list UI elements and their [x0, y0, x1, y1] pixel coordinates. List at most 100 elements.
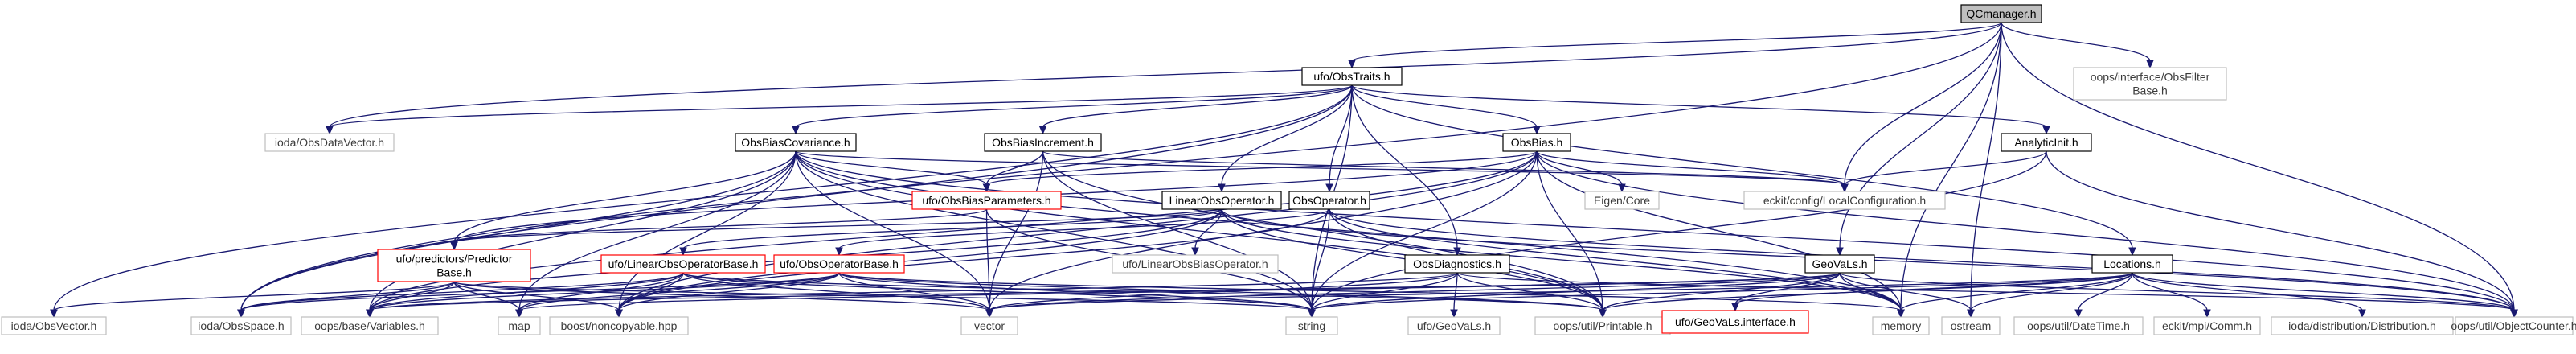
dependency-edge — [1351, 84, 2047, 128]
node-obsbiascovariance[interactable]: ObsBiasCovariance.h — [735, 133, 857, 152]
dependency-edge — [1456, 272, 1603, 311]
node-label: ObsBias.h — [1511, 136, 1563, 149]
node-obsoperatorbase[interactable]: ufo/ObsOperatorBase.h — [773, 254, 905, 274]
dependency-edge — [1734, 272, 1841, 305]
node-datetime: oops/util/DateTime.h — [2013, 316, 2144, 335]
node-label: ufo/GeoVaLs.interface.h — [1675, 315, 1796, 328]
node-label: ufo/GeoVaLs.h — [1417, 319, 1491, 332]
dependency-edge — [1311, 150, 2047, 311]
node-obsbiasparameters[interactable]: ufo/ObsBiasParameters.h — [911, 191, 1062, 210]
node-string: string — [1285, 316, 1338, 335]
node-objectcounter: oops/util/ObjectCounter.h — [2451, 316, 2576, 335]
dependency-edge — [1536, 150, 1623, 186]
node-label: eckit/mpi/Comm.h — [2162, 319, 2252, 332]
node-obstraits[interactable]: ufo/ObsTraits.h — [1301, 67, 1403, 86]
edge-arrowhead — [1308, 309, 1316, 319]
dependency-edge — [618, 150, 1538, 311]
dependency-edge — [2132, 272, 2515, 311]
node-box — [600, 254, 766, 274]
node-box — [1407, 316, 1501, 335]
dependency-edge — [1844, 22, 2002, 186]
node-box — [1502, 133, 1571, 152]
dependency-edge — [369, 272, 1458, 311]
dependency-edge — [682, 272, 1313, 311]
node-label: memory — [1881, 319, 1922, 332]
node-box — [2455, 316, 2574, 335]
node-locations[interactable]: Locations.h — [2091, 254, 2173, 274]
dependency-edge — [1329, 208, 1902, 311]
node-geovals[interactable]: GeoVaLs.h — [1804, 254, 1875, 274]
dependency-edge — [838, 208, 1330, 249]
dependency-edge — [1311, 150, 1538, 311]
dependency-edge — [985, 150, 1044, 186]
dependency-edge — [1536, 150, 1603, 311]
node-label: ObsDiagnostics.h — [1413, 257, 1501, 270]
node-obsbias[interactable]: ObsBias.h — [1502, 133, 1571, 152]
node-qcmanager[interactable]: QCmanager.h — [1960, 4, 2042, 23]
node-box — [1584, 191, 1660, 210]
edge-arrowhead — [679, 247, 687, 257]
node-obsdiagnostics[interactable]: ObsDiagnostics.h — [1404, 254, 1510, 274]
node-box — [1743, 191, 1946, 210]
node-linearobsoperator[interactable]: LinearObsOperator.h — [1161, 191, 1282, 210]
edge-arrowhead — [1731, 303, 1739, 312]
dependency-edge — [1042, 150, 1845, 186]
dependency-edge — [618, 150, 797, 311]
edge-arrowhead — [1967, 309, 1975, 319]
dependency-edge — [2001, 22, 2515, 311]
dependency-edge — [1536, 150, 1845, 186]
node-analyticinit[interactable]: AnalyticInit.h — [2001, 133, 2092, 152]
node-box — [549, 316, 689, 335]
node-box — [1960, 4, 2042, 23]
node-box — [2091, 254, 2173, 274]
node-box — [2153, 316, 2261, 335]
edge-arrowhead — [2042, 126, 2050, 135]
edge-arrowhead — [450, 241, 458, 251]
dependency-edge — [518, 272, 840, 311]
dependency-edge — [985, 208, 990, 311]
node-label: vector — [974, 319, 1005, 332]
node-label: ObsBiasIncrement.h — [992, 136, 1094, 149]
node-box — [2001, 133, 2092, 152]
edge-arrowhead — [1325, 183, 1333, 193]
node-geovalsinterface[interactable]: ufo/GeoVaLs.interface.h — [1661, 310, 1809, 334]
dependency-edge — [453, 281, 620, 311]
node-label: Base.h — [436, 266, 472, 279]
node-printable: oops/util/Printable.h — [1534, 316, 1671, 335]
dependency-edge — [518, 272, 1841, 311]
edge-arrowhead — [1038, 126, 1047, 135]
node-distribution: ioda/distribution/Distribution.h — [2271, 316, 2454, 335]
node-map: map — [498, 316, 541, 335]
node-label: string — [1298, 319, 1325, 332]
dependency-edge — [2001, 22, 2151, 62]
node-linearobsbiasoperator: ufo/LinearObsBiasOperator.h — [1112, 254, 1279, 274]
node-box — [911, 191, 1062, 210]
node-label: ufo/ObsBiasParameters.h — [922, 194, 1050, 207]
edge-arrowhead — [1841, 183, 1849, 193]
dependency-edge — [1351, 84, 2133, 249]
dependency-edge — [795, 150, 1603, 311]
dependency-edge — [1970, 272, 2133, 311]
node-linearobsoperatorbase[interactable]: ufo/LinearObsOperatorBase.h — [600, 254, 766, 274]
dependency-edge — [795, 84, 1353, 128]
edge-arrowhead — [985, 309, 993, 319]
node-obsvector: ioda/ObsVector.h — [1, 316, 107, 335]
node-label: ioda/distribution/Distribution.h — [2288, 319, 2436, 332]
edge-arrowhead — [2203, 309, 2211, 319]
dependency-edge — [985, 150, 1538, 186]
dependency-edge — [1042, 150, 1603, 311]
node-obsoperator[interactable]: ObsOperator.h — [1288, 191, 1370, 210]
node-obsbiasincrement[interactable]: ObsBiasIncrement.h — [984, 133, 1102, 152]
dependency-edge — [2078, 272, 2133, 311]
node-label: oops/util/Printable.h — [1554, 319, 1652, 332]
dependency-edge — [1536, 150, 2515, 311]
node-label: ObsBiasCovariance.h — [741, 136, 850, 149]
node-box — [773, 254, 905, 274]
node-box — [1941, 316, 2001, 335]
dependency-edge — [1351, 22, 2002, 62]
node-label: ioda/ObsDataVector.h — [275, 136, 384, 149]
node-label: oops/base/Variables.h — [314, 319, 425, 332]
node-label: oops/interface/ObsFilter — [2091, 71, 2210, 84]
dependency-edge — [1221, 208, 1902, 311]
